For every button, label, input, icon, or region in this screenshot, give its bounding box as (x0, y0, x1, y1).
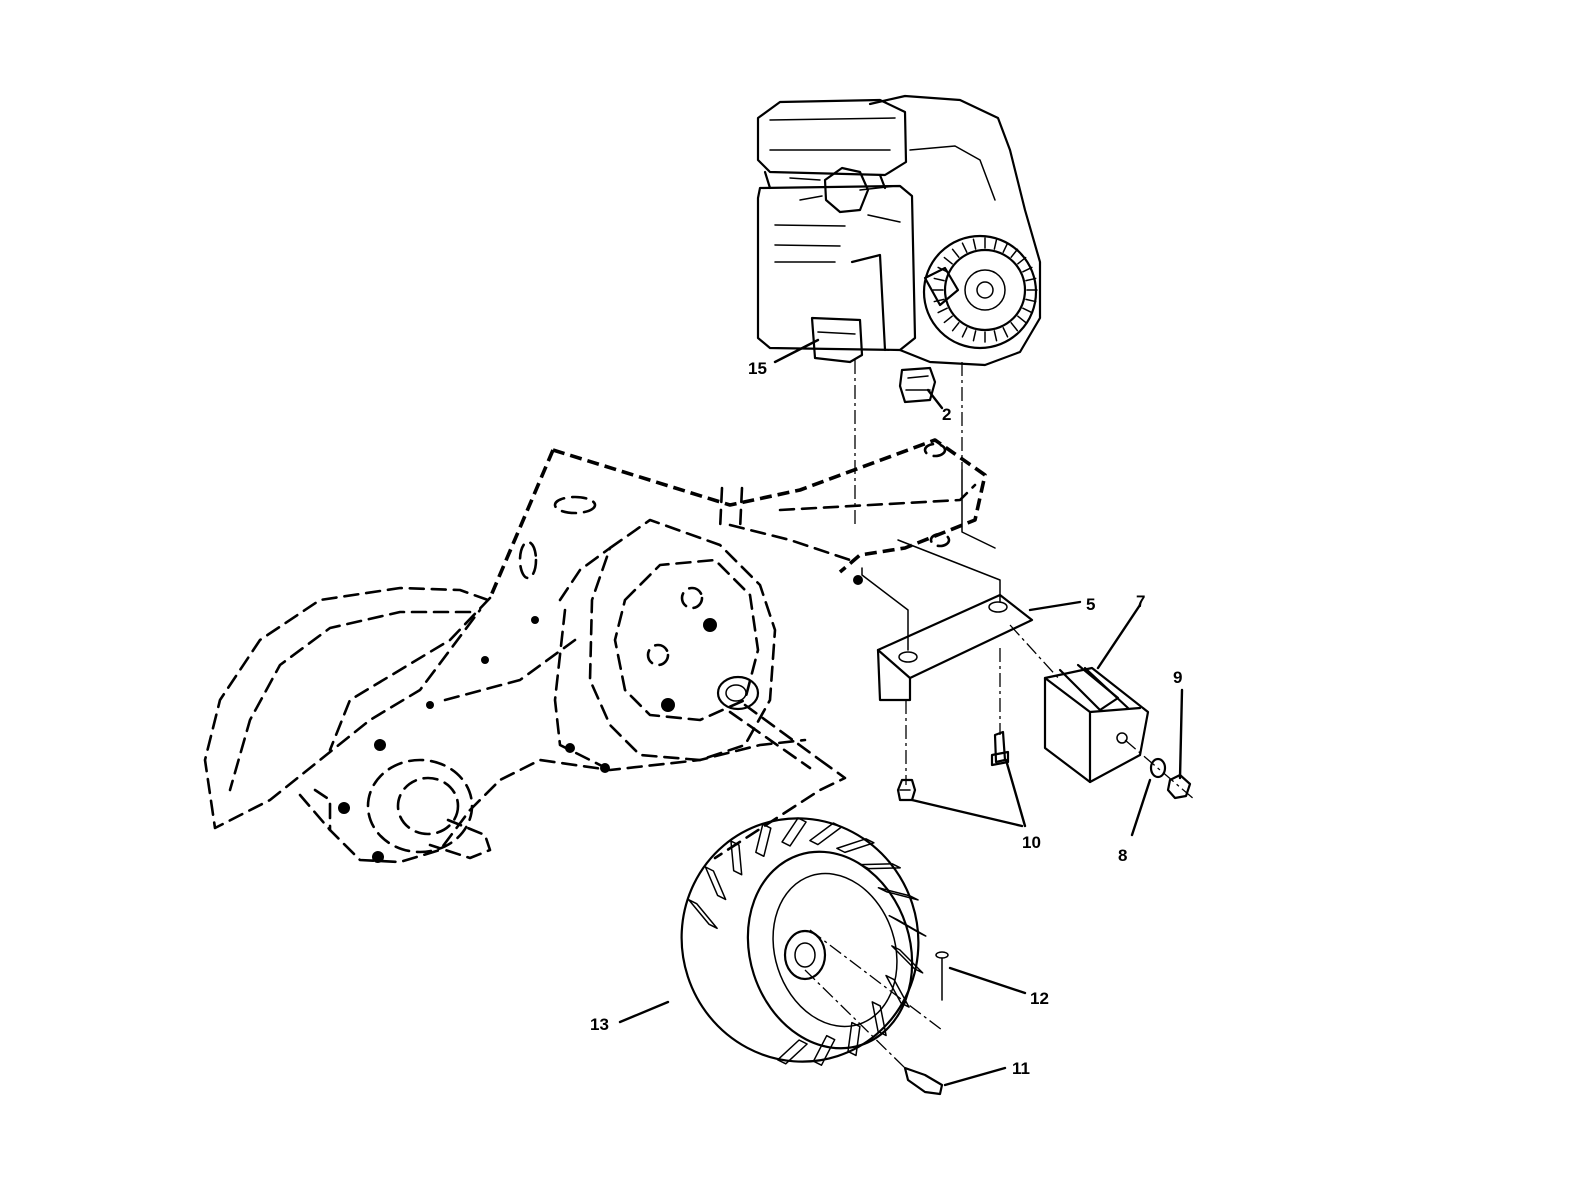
part-10-bolts (896, 648, 1010, 802)
callout-13: 13 (590, 1015, 609, 1034)
leader-lines (618, 338, 1184, 1087)
part-2-fitting (898, 366, 937, 404)
part-12-pin (809, 929, 949, 1031)
recoil-starter (922, 234, 1038, 350)
callout-15: 15 (748, 359, 767, 378)
part-8-washer (1149, 757, 1167, 779)
callout-5: 5 (1086, 595, 1095, 614)
callout-9: 9 (1173, 668, 1182, 687)
part-5-bracket (861, 469, 1061, 702)
tiller-frame (203, 438, 987, 864)
engine (756, 94, 1042, 367)
wheel-axle (713, 675, 847, 860)
callout-labels: 15 2 5 7 9 8 10 12 11 13 (590, 359, 1182, 1078)
callout-10: 10 (1022, 833, 1041, 852)
part-7-weight (1043, 663, 1196, 801)
part-11-clip (804, 969, 944, 1096)
part-13-wheel (680, 817, 927, 1066)
callout-7: 7 (1136, 592, 1145, 611)
callout-12: 12 (1030, 989, 1049, 1008)
callout-8: 8 (1118, 846, 1127, 865)
callout-2: 2 (942, 405, 951, 424)
callout-11: 11 (1012, 1059, 1030, 1078)
